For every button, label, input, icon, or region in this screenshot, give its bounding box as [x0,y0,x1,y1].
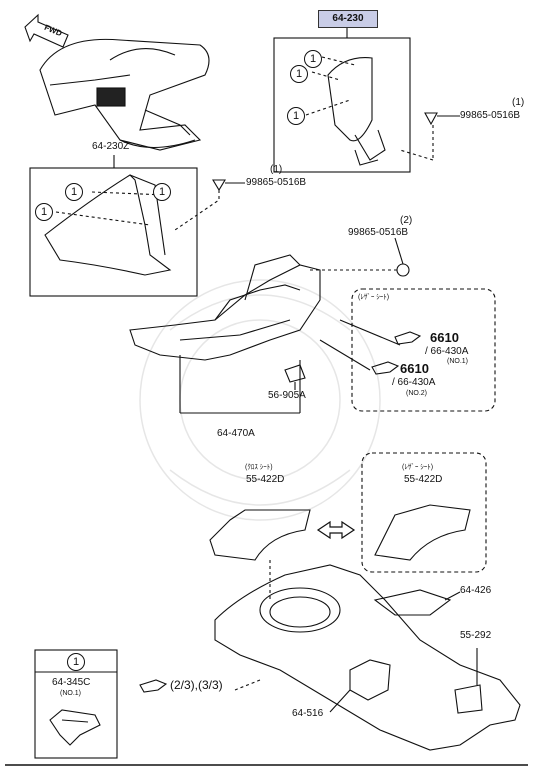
circle-marker: 1 [35,203,53,221]
leather-heading: (ﾚｻﾞｰ ｼｰﾄ) [358,294,390,301]
bolt-icon-1b [212,179,226,192]
legend-note: (NO.1) [60,690,81,697]
part-64-230z-label[interactable]: 64-230Z [92,141,130,152]
watermark-emblem [139,279,381,521]
circle-marker: 1 [304,50,322,68]
legend-box [34,649,118,759]
box-64-230 [273,37,411,173]
legend-part-label[interactable]: 64-345C [52,677,91,688]
box-64-230z [29,167,198,297]
circle-marker: 1 [287,107,305,125]
bolt-icon-1a [424,112,438,126]
leather-label-2: (ﾚｻﾞｰ ｼｰﾄ) [402,464,434,471]
part-64-230-label[interactable]: 64-230 [318,10,378,28]
bolt-2-qty: (2) [400,215,413,226]
ref-pages-label[interactable]: (2/3),(3/3) [170,678,223,692]
part-64-470a-label[interactable]: 64-470A [217,428,255,439]
clip-64-345c-drawing [49,709,101,746]
dashboard-overview [39,38,210,151]
leather-ref-box [351,288,496,412]
hand-ref-icon-3 [139,679,168,693]
part-64-230-drawing [327,57,386,166]
part-55-422d-left-label[interactable]: 55-422D [246,474,285,485]
cloth-label: (ｸﾛｽ ｼｰﾄ) [245,464,273,471]
pad-cloth-drawing [209,509,311,561]
ref2-sub[interactable]: / 66-430A [392,377,436,388]
leather-pad-box [361,452,487,573]
ref2-note: (NO.2) [406,390,427,397]
legend-circle-marker: 1 [67,653,85,671]
double-arrow-icon [316,520,356,540]
bolt-1a-qty: (1) [512,97,525,108]
ref1-number[interactable]: 6610 [430,330,459,345]
bolt-icon-2 [396,263,410,277]
circle-marker: 1 [65,183,83,201]
bolt-2-label[interactable]: 99865-0516B [348,227,409,238]
clip-56-905a-drawing [284,364,306,383]
bracket-64-516 [349,659,391,701]
part-55-292-label[interactable]: 55-292 [460,630,492,641]
part-64-470a-drawing [129,254,321,361]
hand-ref-icon-1 [394,331,422,345]
ref1-note: (NO.1) [447,358,468,365]
pad-leather-drawing [374,504,471,561]
part-64-426-label[interactable]: 64-426 [460,585,492,596]
lid-64-426 [373,589,452,616]
bolt-1b-qty: (1) [270,164,283,175]
ref2-number[interactable]: 6610 [400,361,429,376]
center-console-drawing [214,564,521,751]
part-64-230z-drawing [44,174,172,276]
bolt-1b-label[interactable]: 99865-0516B [246,177,307,188]
circle-marker: 1 [290,65,308,83]
bolt-1a-label[interactable]: 99865-0516B [460,110,521,121]
circle-marker: 1 [153,183,171,201]
part-64-516-label[interactable]: 64-516 [292,708,324,719]
part-55-422d-right-label[interactable]: 55-422D [404,474,443,485]
fwd-arrow-icon [24,13,69,48]
hand-ref-icon-2 [371,361,400,375]
part-56-905a-label[interactable]: 56-905A [268,390,306,401]
ref1-sub[interactable]: / 66-430A [425,346,469,357]
